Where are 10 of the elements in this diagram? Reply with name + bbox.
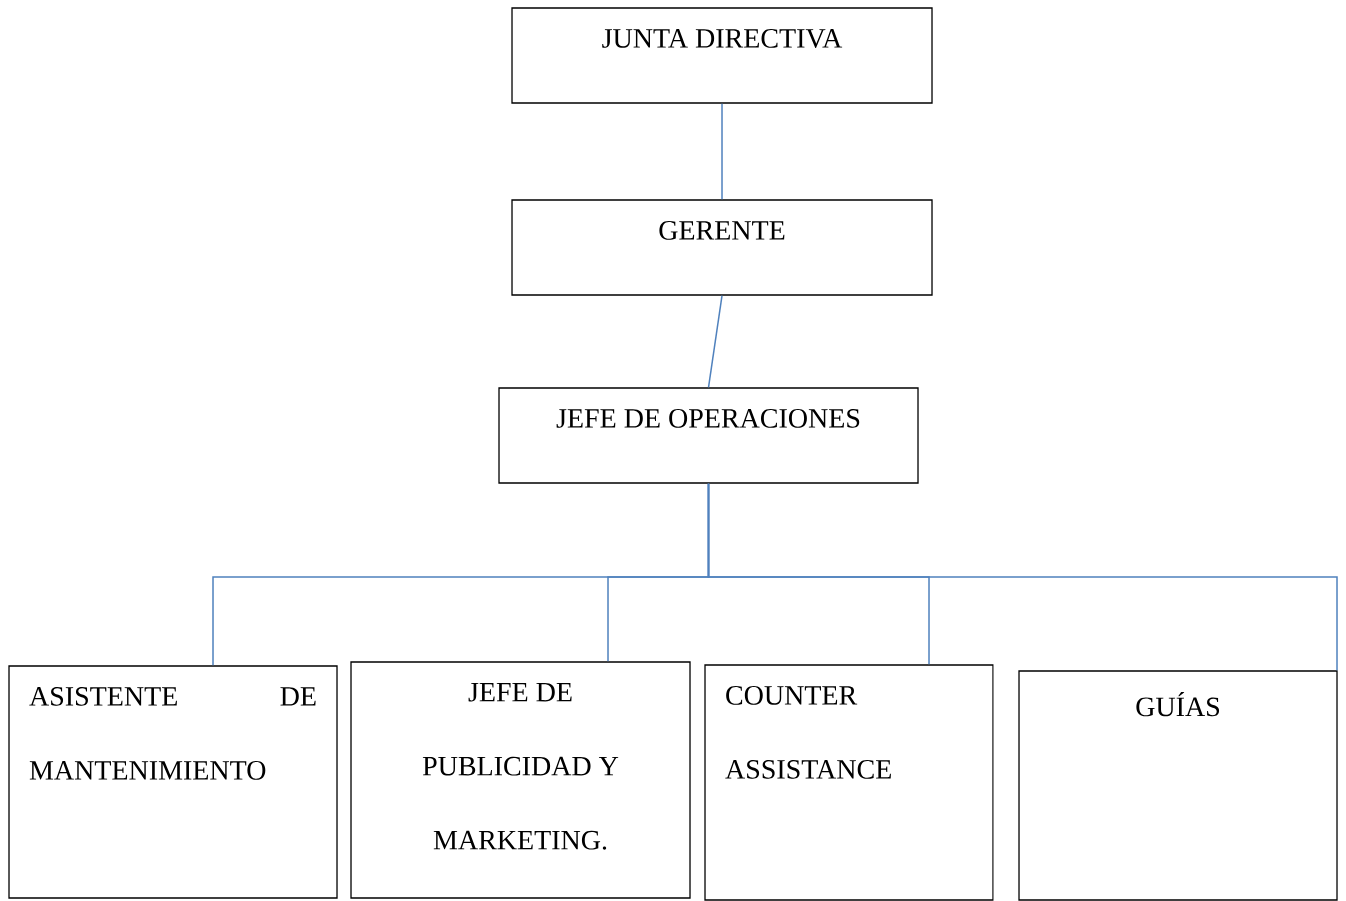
org-box: GERENTE [511,199,933,296]
org-box: JUNTA DIRECTIVA [511,7,933,104]
org-box: ASISTENTE DE MANTENIMIENTO [8,665,338,899]
org-box: GUÍAS [1018,670,1338,901]
connector-line [707,294,723,389]
connector-line [721,102,723,201]
org-box: COUNTER ASSISTANCE [704,664,994,901]
org-box: JEFE DE OPERACIONES [498,387,919,484]
org-box: JEFE DE PUBLICIDAD Y MARKETING. [350,661,691,899]
connector-line [707,482,1338,672]
